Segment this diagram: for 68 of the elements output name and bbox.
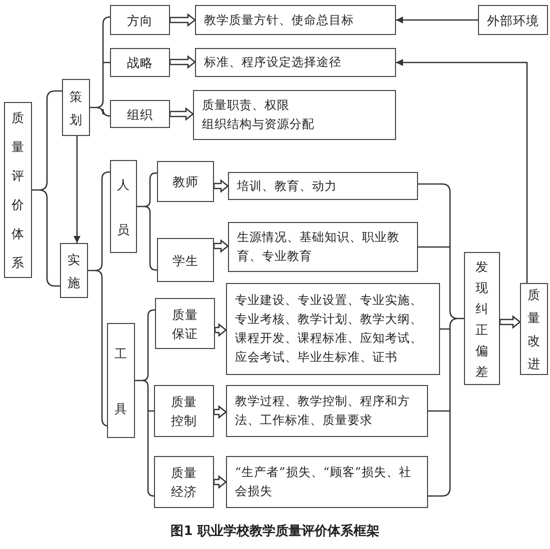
category-label: 策划 — [69, 88, 83, 128]
category-box — [157, 161, 214, 202]
category-label: 教师 — [172, 173, 198, 191]
description-box — [226, 385, 428, 437]
category-label: 战略 — [127, 54, 153, 72]
category-box — [4, 102, 32, 278]
arrow — [74, 136, 80, 243]
description-text: 培训、教育、动力 — [237, 178, 337, 194]
category-label: 发现纠正偏差 — [475, 258, 489, 380]
category-label: 方向 — [127, 12, 153, 30]
description-text: 教学过程、教学控制、程序和方法、工作标准、质量要求 — [235, 393, 411, 429]
hollow-arrow — [499, 315, 522, 329]
description-box — [228, 222, 418, 272]
description-box — [195, 5, 396, 35]
category-label: 工具 — [114, 344, 128, 418]
arrow — [396, 16, 478, 24]
category-label: 质量保证 — [172, 306, 198, 342]
hollow-arrow — [213, 239, 230, 253]
category-box — [478, 5, 548, 35]
description-text: 标准、程序设定选择途径 — [204, 54, 342, 71]
hollow-arrow — [213, 405, 228, 419]
hollow-arrow — [214, 323, 228, 337]
category-box — [155, 298, 215, 349]
category-box — [157, 238, 214, 282]
category-box — [110, 5, 170, 35]
category-label: 质量控制 — [171, 393, 197, 430]
description-text: 教学质量方针、使命总目标 — [204, 12, 354, 28]
curly-brace — [87, 171, 111, 427]
category-box — [110, 100, 170, 128]
category-box — [62, 79, 90, 136]
category-box — [107, 323, 135, 438]
category-label: 人员 — [116, 176, 130, 238]
curly-brace — [134, 309, 156, 497]
description-text: 组织结构与资源分配 — [202, 116, 314, 133]
hollow-arrow — [213, 179, 230, 193]
category-box — [110, 160, 137, 253]
category-label: 学生 — [172, 252, 198, 270]
category-label: 质量评价体系 — [11, 109, 25, 272]
description-text: 专业建设、专业设置、专业实施、专业考核、教学计划、教学大纲、课程开发、课程标准、应知考试、应会考试、毕业生标准、证书 — [235, 292, 424, 366]
category-label: 质量改进 — [527, 286, 541, 373]
hollow-arrow — [213, 475, 228, 489]
category-label: 实施 — [67, 250, 81, 292]
description-box — [226, 283, 440, 375]
description-box — [228, 172, 418, 200]
curly-brace — [417, 183, 465, 497]
category-box — [520, 283, 548, 375]
description-box — [195, 48, 396, 77]
category-box — [60, 243, 88, 298]
description-text: 质量职责、权限 — [202, 97, 290, 114]
curly-brace — [89, 16, 111, 117]
category-box — [154, 456, 214, 508]
description-box — [226, 456, 428, 508]
hollow-arrow — [169, 55, 196, 69]
hollow-arrow — [169, 13, 196, 27]
hollow-arrow — [169, 107, 194, 121]
curly-brace — [136, 172, 158, 271]
arrow — [396, 59, 528, 283]
category-label: 外部环境 — [487, 12, 539, 30]
category-label: 组织 — [127, 106, 153, 124]
category-label: 质量经济 — [171, 464, 197, 501]
description-box — [193, 90, 396, 140]
description-text: “生产者”损失、“顾客”损失、社会损失 — [235, 464, 413, 500]
description-text: 生源情况、基础知识、职业教育、专业教育 — [237, 229, 400, 265]
figure-caption: 图1 职业学校教学质量评价体系框架 — [170, 524, 380, 539]
curly-brace — [31, 90, 63, 287]
category-box — [464, 252, 500, 385]
category-box — [110, 48, 170, 77]
category-box — [154, 385, 214, 437]
